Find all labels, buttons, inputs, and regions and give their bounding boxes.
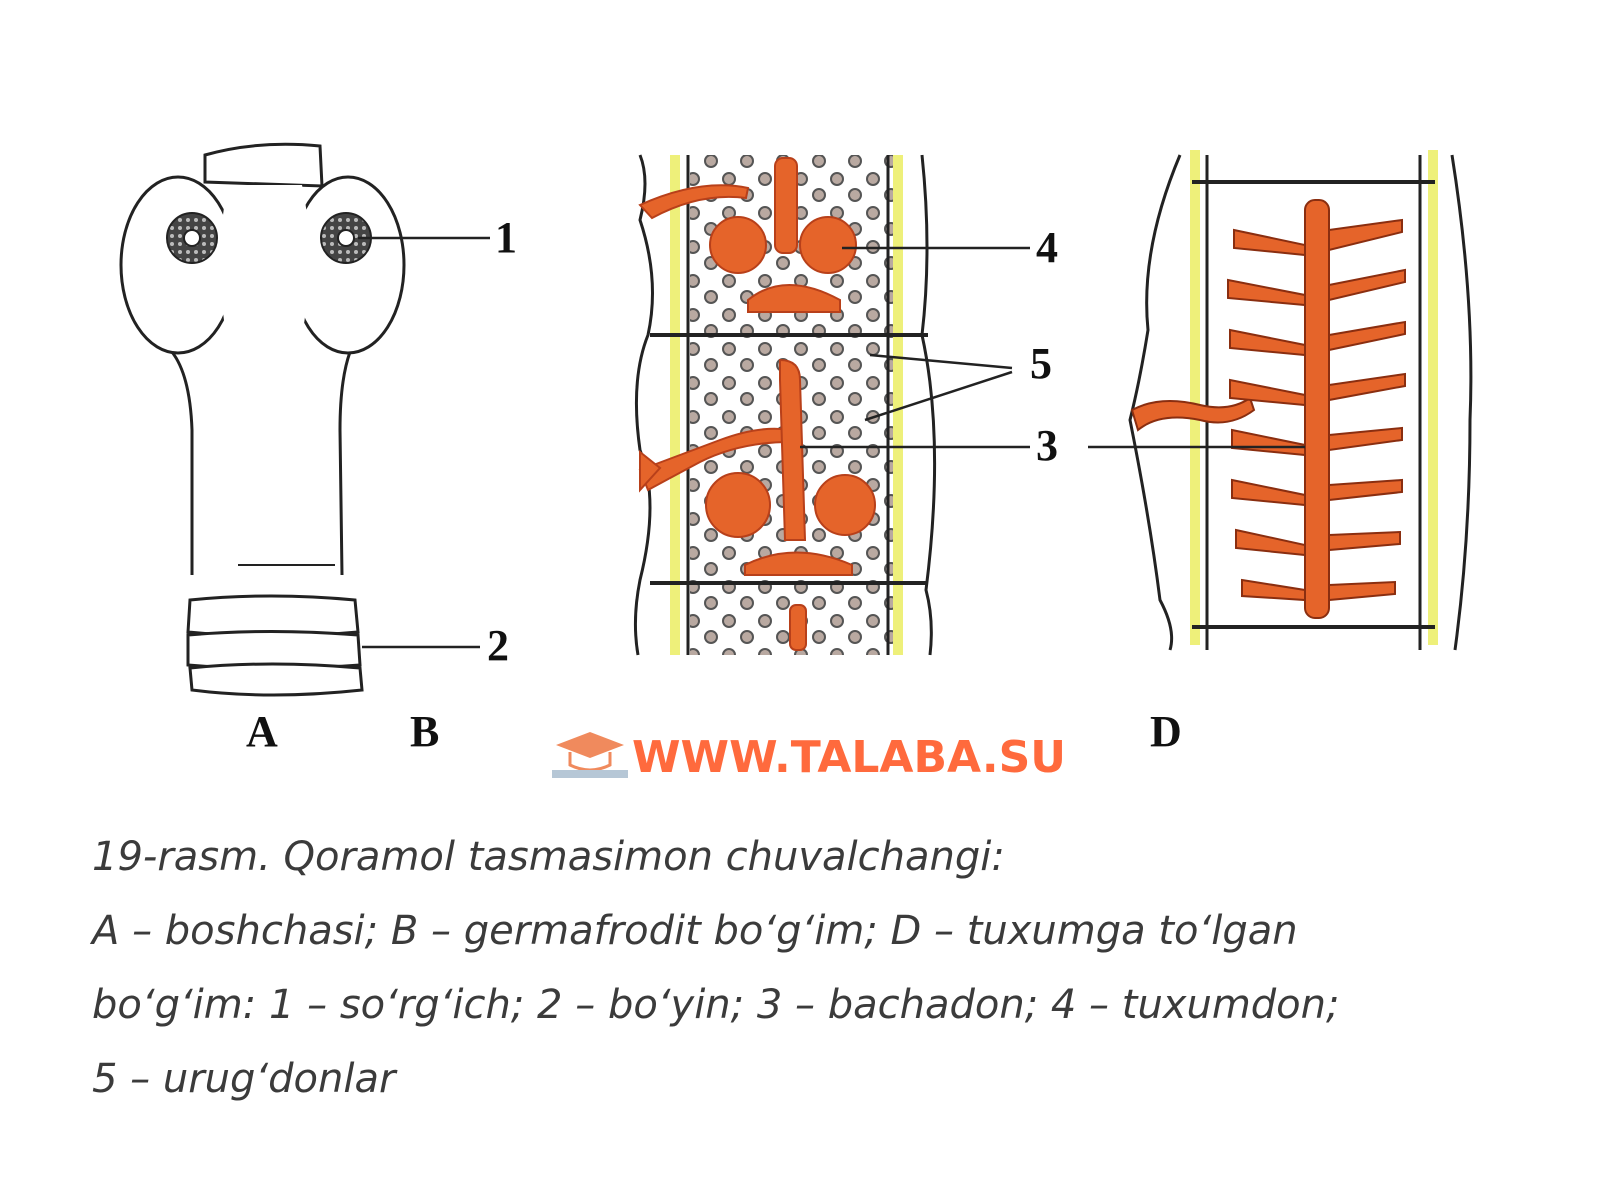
callout-5: 5 [1030,339,1052,388]
hermaphrodite-proglottid [633,154,937,656]
callout-2: 2 [487,621,509,670]
neck-outline [170,351,352,576]
figure-caption: 19-rasm. Qoramol tasmasimon chuvalchangi… [92,820,1532,1116]
callout-4: 4 [1036,223,1058,272]
panel-label-b: B [410,707,439,756]
scolex-head [220,185,310,345]
caption-line-3: bo‘g‘im: 1 – so‘rg‘ich; 2 – bo‘yin; 3 – … [92,982,1340,1028]
caption-line-1: 19-rasm. Qoramol tasmasimon chuvalchangi… [92,834,1005,880]
leader-5b [864,370,1013,422]
tapeworm-figure: 1 2 3 4 5 A B D WWW.TALABA.SU [119,142,1473,783]
watermark-text: WWW.TALABA.SU [632,732,1066,783]
margin-band-right [893,155,903,655]
panel-label-a: A [246,707,278,756]
margin-band-left-d [1190,150,1200,645]
leader-lines [358,236,1305,649]
callout-1: 1 [495,213,517,262]
segment-1 [186,594,360,638]
caption-line-2: A – boshchasi; B – germafrodit bo‘g‘im; … [92,908,1298,954]
sucker-icon-left [166,212,218,264]
scolex-drawing [119,142,406,697]
margin-band-left [670,155,680,655]
caption-line-4: 5 – urug‘donlar [92,1056,396,1102]
watermark: WWW.TALABA.SU [552,732,1066,783]
segment-3 [188,662,364,697]
rostellum [203,142,324,188]
panel-label-d: D [1150,707,1182,756]
leader-5a [869,353,1013,370]
graduation-cap-icon [552,732,628,778]
callout-3: 3 [1036,421,1058,470]
margin-band-right-d [1428,150,1438,645]
gravid-proglottid [1128,150,1473,651]
sucker-left-outline [119,175,237,355]
